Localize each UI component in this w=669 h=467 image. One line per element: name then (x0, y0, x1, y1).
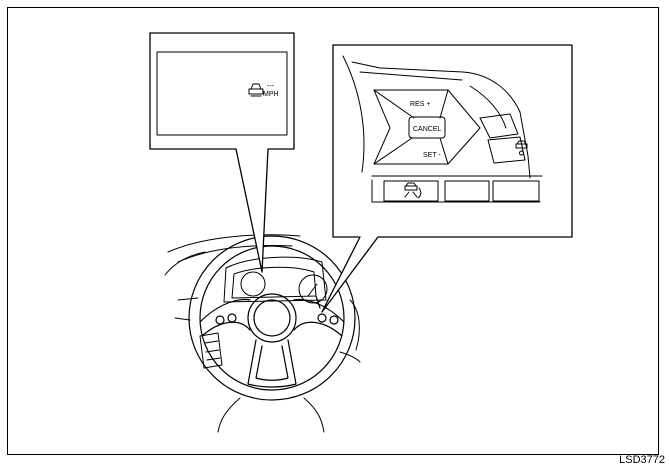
figure-id: LSD3772 (619, 454, 665, 466)
cancel-label: CANCEL (413, 126, 442, 133)
set-minus-label: SET - (423, 152, 441, 159)
display-unit-label: MPH (263, 91, 279, 98)
steering-column (218, 398, 324, 432)
switch-callout (322, 45, 572, 312)
instrument-cluster (224, 257, 327, 303)
steering-wheel (189, 236, 355, 400)
res-plus-label: RES + (410, 101, 430, 108)
display-speed-placeholder: --- (267, 83, 275, 90)
